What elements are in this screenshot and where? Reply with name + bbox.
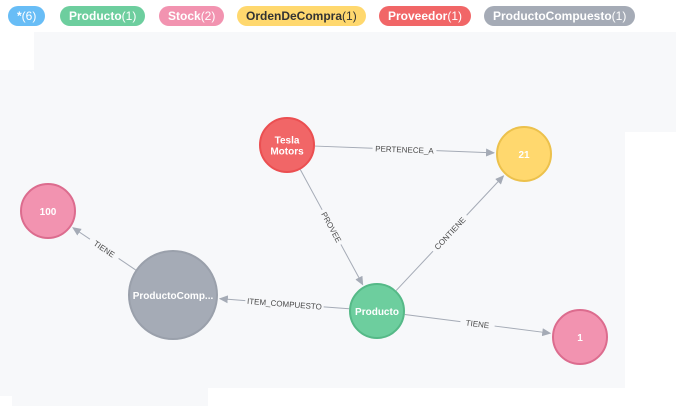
node-caption: Producto (355, 307, 399, 318)
node-caption: 21 (518, 150, 530, 161)
legend-label: ProductoCompuesto (493, 9, 612, 23)
node-producto-compuesto[interactable]: ProductoComp... (128, 250, 218, 340)
relationship-line[interactable] (299, 169, 323, 211)
relationship-line[interactable] (340, 244, 364, 286)
node-circle[interactable] (259, 117, 315, 173)
relationship-label: TIENE (92, 239, 117, 260)
legend-pill-stock[interactable]: Stock(2) (159, 6, 225, 26)
legend-count: (1) (121, 9, 137, 23)
legend-label: * (17, 9, 22, 23)
legend-label: Producto (69, 9, 122, 23)
canvas-background-block (625, 132, 676, 406)
rel-provee[interactable]: PROVEE (299, 169, 364, 286)
node-circle[interactable] (128, 250, 218, 340)
legend-pill-producto-compuesto[interactable]: ProductoCompuesto(1) (484, 6, 636, 26)
legend-pill-proveedor[interactable]: Proveedor(1) (379, 6, 472, 26)
node-circle[interactable] (496, 126, 552, 182)
relationship-line[interactable] (314, 145, 373, 149)
legend-count: (1) (611, 9, 627, 23)
relationship-label: PROVEE (319, 211, 343, 245)
relationship-line[interactable] (466, 175, 505, 216)
node-stock-100[interactable]: 100 (20, 183, 76, 239)
legend-pill-orden-de-compra[interactable]: OrdenDeCompra(1) (237, 6, 366, 26)
legend-label: OrdenDeCompra (246, 9, 343, 23)
rel-contiene[interactable]: CONTIENE (395, 175, 505, 291)
canvas-background-block (0, 32, 34, 70)
legend-count: (2) (200, 9, 216, 23)
node-caption: ProductoComp... (133, 291, 214, 302)
canvas-background-block (0, 396, 12, 406)
legend-count: (6) (21, 9, 37, 23)
node-producto[interactable]: Producto (349, 283, 405, 339)
relationship-line[interactable] (72, 227, 91, 240)
canvas-background-block (208, 388, 676, 406)
relationship-line[interactable] (323, 306, 350, 310)
relationship-label: PERTENECE_A (375, 144, 435, 155)
relationship-label: TIENE (465, 318, 490, 330)
legend-count: (1) (447, 9, 463, 23)
node-circle[interactable] (20, 183, 76, 239)
relationship-label: ITEM_COMPUESTO (247, 297, 322, 312)
relationship-label: CONTIENE (433, 215, 468, 251)
legend-label: Proveedor (388, 9, 448, 23)
node-circle[interactable] (552, 309, 608, 365)
graph-canvas[interactable] (0, 32, 676, 406)
relationship-line[interactable] (494, 325, 552, 337)
node-stock-1[interactable]: 1 (552, 309, 608, 365)
legend-pill-producto[interactable]: Producto(1) (60, 6, 146, 26)
node-circle[interactable] (349, 283, 405, 339)
relationship-line[interactable] (218, 295, 246, 304)
node-caption: 1 (577, 333, 583, 344)
rel-tiene-100[interactable]: TIENE (72, 227, 136, 271)
rel-pertenece-a[interactable]: PERTENECE_A (314, 144, 496, 157)
legend-count: (1) (342, 9, 357, 23)
relationship-line[interactable] (395, 250, 434, 291)
relationship-line[interactable] (404, 314, 461, 323)
legend-pill-all[interactable]: *(6) (8, 6, 46, 26)
rel-item-compuesto[interactable]: ITEM_COMPUESTO (218, 295, 350, 312)
legend-label: Stock (168, 9, 201, 23)
node-caption: Tesla (275, 136, 300, 147)
node-orden-de-compra-21[interactable]: 21 (496, 126, 552, 182)
rel-tiene-1[interactable]: TIENE (404, 314, 552, 337)
label-legend-bar: *(6) Producto(1) Stock(2) OrdenDeCompra(… (0, 0, 676, 32)
node-caption: 100 (40, 207, 57, 218)
relationship-line[interactable] (118, 258, 136, 271)
relationship-line[interactable] (436, 148, 496, 157)
node-caption: Motors (270, 147, 304, 158)
